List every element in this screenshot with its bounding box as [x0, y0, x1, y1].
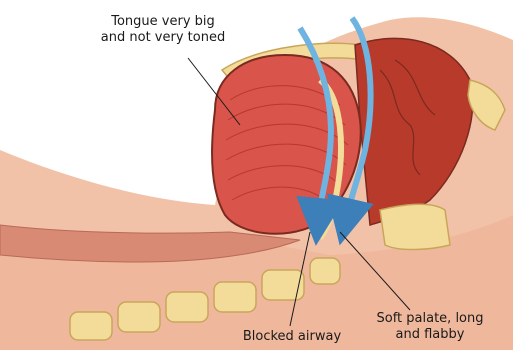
soft-palate-label-line-1: Soft palate, long [355, 311, 505, 327]
tongue-label-line-2: and not very toned [78, 30, 248, 46]
tongue-label-line-1: Tongue very big [78, 14, 248, 30]
tongue-label: Tongue very big and not very toned [78, 14, 248, 46]
blocked-airway-label: Blocked airway [222, 329, 362, 345]
soft-palate-label: Soft palate, long and flabby [355, 311, 505, 343]
soft-palate-label-line-2: and flabby [355, 327, 505, 343]
